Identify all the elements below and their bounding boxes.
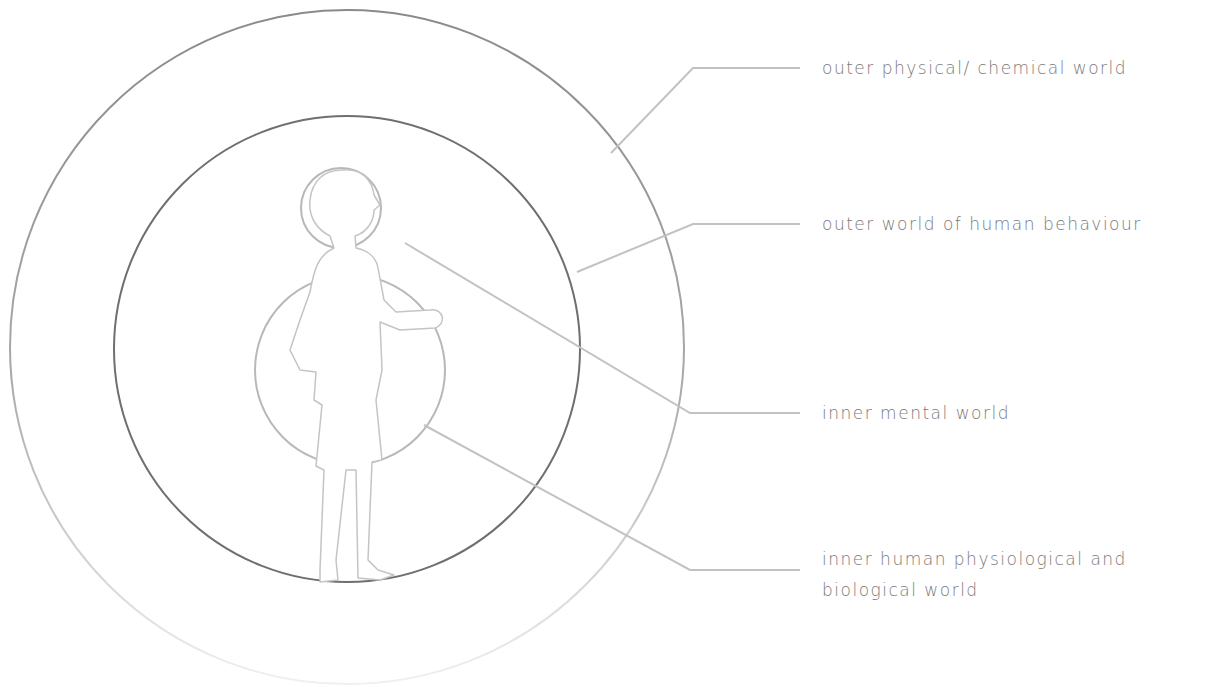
outer-circle [10, 10, 684, 684]
callout-label: outer world of human behaviour [822, 209, 1217, 240]
leader-line [611, 68, 800, 153]
leader-line [424, 425, 800, 570]
leader-line [577, 224, 800, 272]
callout-label: inner mental world [822, 398, 1217, 429]
callout-label: outer physical/ chemical world [822, 53, 1217, 84]
leader-line [405, 243, 800, 413]
child-silhouette [290, 170, 442, 582]
callout-label: inner human physiological and biological… [822, 544, 1217, 606]
inner-circle [114, 116, 580, 582]
